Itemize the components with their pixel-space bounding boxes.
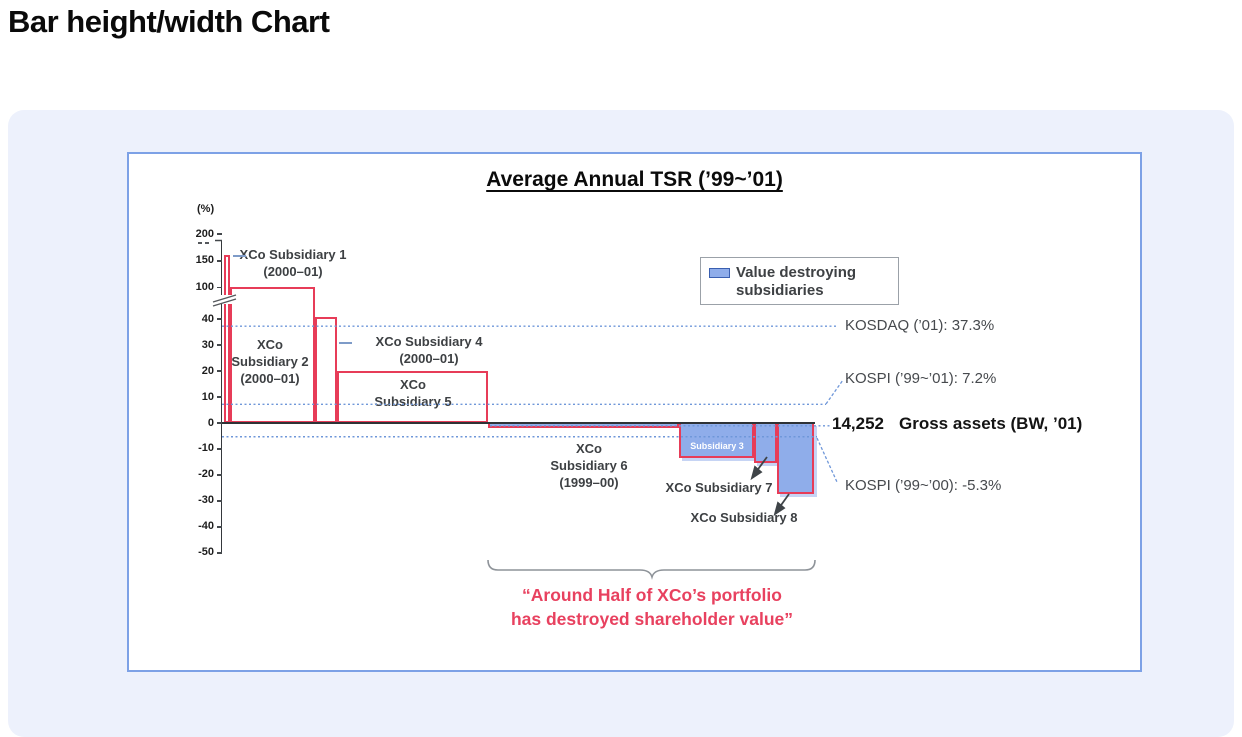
gross-assets-value: 14,252 [832, 414, 884, 433]
y-tick-mark [217, 500, 222, 502]
label-xco-subsidiary-6: (1999–00) [559, 475, 619, 490]
y-tick-mark [217, 286, 222, 289]
bar-xco-subsidiary-2 [230, 287, 315, 423]
y-tick-label: -10 [198, 442, 214, 455]
y-tick-label: -50 [198, 546, 214, 559]
y-tick-label: 200 [195, 227, 214, 240]
label-xco-subsidiary-4: (2000–01) [399, 351, 459, 366]
x-axis-zero-line [222, 421, 815, 425]
label-connector-dash [233, 255, 246, 257]
label-xco-subsidiary-4: XCo Subsidiary 4 [375, 334, 483, 349]
chart-title: Average Annual TSR (’99~’01) [127, 168, 1142, 192]
label-xco-subsidiary-8: XCo Subsidiary 8 [690, 510, 798, 525]
label-xco-subsidiary-1: (2000–01) [263, 264, 323, 279]
page-title: Bar height/width Chart [8, 4, 330, 39]
label-xco-subsidiary-6: Subsidiary 6 [550, 458, 628, 473]
bar-xco-subsidiary-5 [337, 371, 488, 423]
kospi-9901-label: KOSPI (’99~’01): 7.2% [845, 370, 997, 387]
y-axis-unit-label: (%) [197, 203, 215, 215]
y-tick-mark [217, 370, 222, 372]
label-xco-subsidiary-2: Subsidiary 2 [231, 354, 309, 369]
y-tick-mark [217, 552, 222, 554]
bar-xco-subsidiary-7 [754, 423, 777, 464]
y-tick-mark [217, 474, 222, 476]
y-tick-mark [217, 448, 222, 450]
label-xco-subsidiary-7: XCo Subsidiary 7 [665, 480, 773, 495]
y-tick-mark [217, 526, 222, 528]
legend-swatch [709, 268, 730, 278]
y-tick-label: 40 [201, 312, 214, 325]
label-xco-subsidiary-2: XCo [257, 337, 283, 352]
label-xco-subsidiary-2: (2000–01) [240, 371, 300, 386]
y-tick-label: 100 [195, 280, 214, 293]
kosdaq-01-label: KOSDAQ (’01): 37.3% [845, 317, 995, 334]
legend-label: Value destroying subsidiaries [736, 264, 857, 299]
legend-value-destroying: Value destroying subsidiaries [700, 257, 899, 305]
bar-xco-subsidiary-3 [679, 423, 754, 459]
label-xco-subsidiary-5: Subsidiary 5 [374, 394, 452, 409]
y-tick-label: 0 [207, 416, 214, 429]
bar-xco-subsidiary-8 [777, 423, 814, 495]
chart-title-text: Average Annual TSR (’99~’01) [486, 168, 783, 191]
y-tick-mark [217, 318, 222, 320]
portfolio-annotation: “Around Half of XCo’s portfolio has dest… [510, 585, 794, 629]
label-xco-subsidiary-1: XCo Subsidiary 1 [239, 247, 347, 262]
y-tick-label: 10 [201, 390, 214, 403]
kospi-9900-label: KOSPI (’99~’00): -5.3% [845, 477, 1002, 494]
y-tick-mark [217, 396, 222, 398]
y-tick-label: -40 [198, 520, 214, 533]
label-xco-subsidiary-5: XCo [400, 377, 426, 392]
gross-assets-text: Gross assets (BW, ’01) [899, 414, 1083, 433]
y-tick-mark [217, 260, 222, 262]
y-tick-mark [217, 344, 222, 346]
gross-assets-label: 14,252 Gross assets (BW, ’01) [832, 414, 1082, 434]
y-tick-label: 20 [201, 364, 214, 377]
label-xco-subsidiary-6: XCo [576, 441, 602, 456]
label-connector-dash [339, 342, 352, 344]
y-tick-label: 150 [195, 254, 214, 267]
y-tick-mark [217, 233, 222, 235]
y-tick-label: 30 [201, 338, 214, 351]
y-tick-label: -30 [198, 494, 214, 507]
y-tick-mark [217, 422, 222, 424]
label-xco-subsidiary-3: Subsidiary 3 [690, 441, 744, 451]
y-tick-label: -20 [198, 468, 214, 481]
bar-xco-subsidiary-4 [315, 316, 337, 423]
